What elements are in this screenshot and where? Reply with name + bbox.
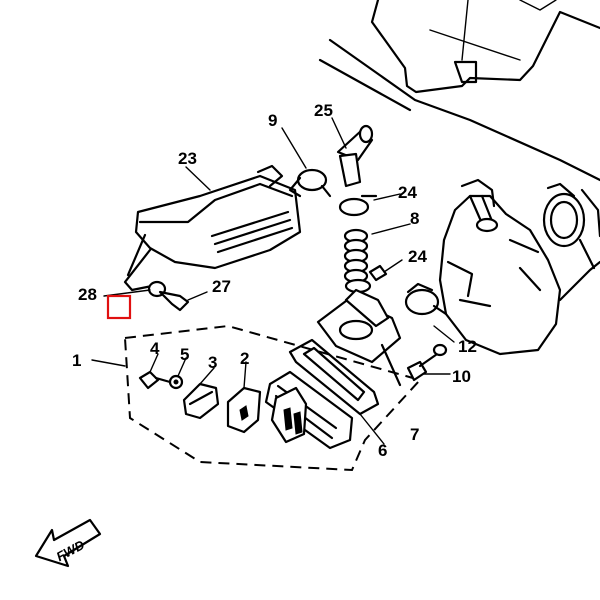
highlight-box <box>106 294 132 320</box>
bolt-10 <box>406 343 448 382</box>
air-cleaner-joint <box>123 164 302 292</box>
callout-6: 6 <box>378 441 387 460</box>
reed-valve-group <box>124 324 422 472</box>
callout-9: 9 <box>268 111 277 130</box>
clips-24 <box>360 194 388 282</box>
callout-4: 4 <box>150 339 160 358</box>
callout-12: 12 <box>458 337 477 356</box>
callout-numbers: 1 2 3 4 5 6 7 8 9 10 12 23 24 24 25 27 2… <box>72 101 477 460</box>
spring-stack <box>338 197 372 294</box>
callout-24-upper: 24 <box>398 183 417 202</box>
callout-27: 27 <box>212 277 231 296</box>
callout-7: 7 <box>410 425 419 444</box>
callout-25: 25 <box>314 101 333 120</box>
hose-fitting <box>336 124 374 188</box>
clamp-upper <box>288 168 332 198</box>
callout-3: 3 <box>208 353 217 372</box>
callout-24-lower: 24 <box>408 247 427 266</box>
callout-8: 8 <box>410 209 419 228</box>
screw-27 <box>147 280 190 312</box>
callout-1: 1 <box>72 351 81 370</box>
carburetor <box>438 178 600 356</box>
callout-23: 23 <box>178 149 197 168</box>
callout-5: 5 <box>180 345 189 364</box>
fwd-arrow: FWD <box>34 518 102 568</box>
callout-28: 28 <box>78 285 97 304</box>
hose-clamps <box>542 182 600 270</box>
frame-outline <box>318 0 600 182</box>
clamp-12 <box>404 282 448 316</box>
callout-10: 10 <box>452 367 471 386</box>
intake-manifold <box>316 288 402 387</box>
callout-2: 2 <box>240 349 249 368</box>
